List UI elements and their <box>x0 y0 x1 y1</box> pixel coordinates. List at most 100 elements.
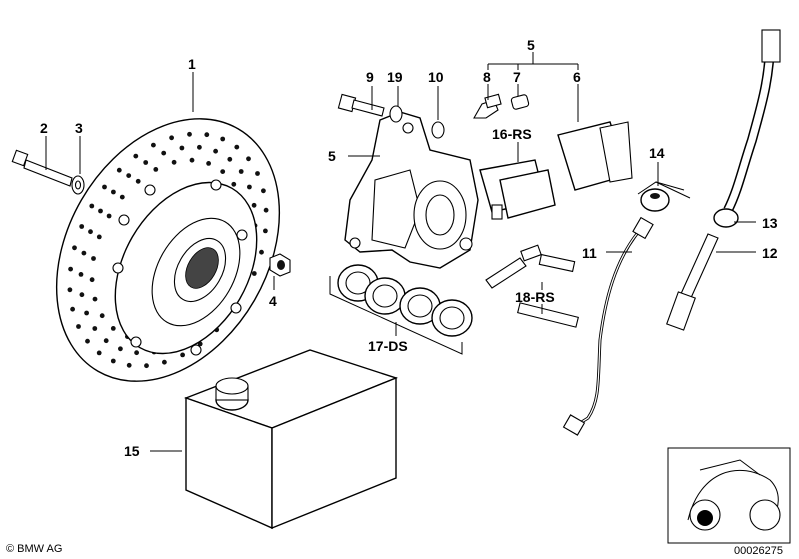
label-13: 13 <box>762 215 778 231</box>
label-1: 1 <box>188 56 196 72</box>
disc-hole <box>153 167 159 172</box>
label-8: 8 <box>483 69 491 85</box>
brake-pad-6 <box>557 121 633 191</box>
label-3: 3 <box>75 120 83 136</box>
disc-hole <box>227 156 233 162</box>
disc-hole <box>96 350 102 356</box>
disc-hole <box>135 178 141 184</box>
pin-kit <box>485 244 579 328</box>
label-10: 10 <box>428 69 444 85</box>
disc-hole <box>171 159 177 165</box>
brake-fluid-can <box>183 349 399 530</box>
disc-hole <box>220 169 226 175</box>
part-number: 00026275 <box>734 545 783 557</box>
label-15: 15 <box>124 443 140 459</box>
disc-hole <box>231 181 237 187</box>
bolt-2 <box>11 149 73 187</box>
motorcycle-thumbnail <box>667 447 791 544</box>
disc-hole <box>169 135 175 141</box>
disc-hole <box>116 167 122 173</box>
brake-caliper <box>344 111 479 269</box>
label-18-rs: 18-RS <box>515 289 555 305</box>
disc-hole <box>206 161 212 166</box>
disc-hole <box>161 150 167 156</box>
label-12: 12 <box>762 245 778 261</box>
brake-pad-set <box>479 159 556 220</box>
disc-hole <box>110 358 116 364</box>
brake-hose <box>713 29 781 228</box>
label-5-side: 5 <box>328 148 336 164</box>
label-14: 14 <box>649 145 665 161</box>
disc-hole <box>84 310 89 316</box>
disc-hole <box>238 169 244 174</box>
disc-hole <box>89 203 95 209</box>
piston-seals <box>337 264 473 337</box>
disc-hole <box>133 153 139 159</box>
disc-hole <box>70 306 75 312</box>
label-11: 11 <box>582 245 597 261</box>
disc-hole <box>106 213 112 219</box>
disc-hole <box>98 208 103 214</box>
disc-hole <box>143 160 149 165</box>
disc-hole <box>103 338 109 344</box>
label-17-ds: 17-DS <box>368 338 408 354</box>
bleeder-valve-8 <box>473 93 502 119</box>
disc-hole <box>189 157 195 163</box>
disc-hole <box>246 156 251 162</box>
bolt-9 <box>337 93 385 117</box>
disc-hole <box>88 229 93 235</box>
disc-hole <box>79 292 85 298</box>
disc-hole <box>78 272 84 277</box>
copyright-text: © BMW AG <box>6 543 62 555</box>
label-2: 2 <box>40 120 48 136</box>
plug-10 <box>431 121 445 139</box>
disc-hole <box>162 359 167 365</box>
disc-hole <box>261 188 266 194</box>
disc-hole <box>118 346 123 352</box>
disc-hole <box>179 145 185 151</box>
disc-bolts <box>112 179 248 356</box>
disc-hole <box>234 144 240 150</box>
grommet-14 <box>640 188 670 212</box>
disc-hole <box>99 313 105 319</box>
disc-hole <box>68 266 73 272</box>
disc-hole <box>259 249 264 255</box>
disc-hole <box>180 352 186 358</box>
label-6: 6 <box>573 69 581 85</box>
dust-cap-7 <box>510 94 530 110</box>
disc-hole <box>263 228 268 234</box>
disc-hole <box>255 171 260 176</box>
disc-hole <box>92 326 98 331</box>
disc-hole <box>85 338 90 344</box>
label-19: 19 <box>387 69 403 85</box>
disc-hole <box>187 131 192 137</box>
disc-hole <box>263 207 269 213</box>
disc-hole <box>251 271 257 276</box>
disc-hole <box>76 324 81 329</box>
disc-hole <box>110 326 116 331</box>
disc-hole <box>213 148 219 154</box>
label-4: 4 <box>269 293 277 309</box>
nut-4 <box>269 253 291 277</box>
brake-line <box>562 216 654 436</box>
hose-fitting <box>666 233 719 331</box>
label-7: 7 <box>513 69 521 85</box>
disc-hole <box>96 234 102 240</box>
disc-hole <box>251 202 257 208</box>
disc-hole <box>81 250 87 256</box>
disc-hole <box>89 277 95 283</box>
label-9: 9 <box>366 69 374 85</box>
disc-hole <box>79 224 85 229</box>
washer-19 <box>389 105 403 123</box>
label-5-top: 5 <box>527 37 535 53</box>
disc-hole <box>247 184 252 190</box>
disc-hole <box>67 287 73 293</box>
leader-lines <box>45 52 756 452</box>
disc-hole <box>92 296 98 302</box>
brake-disc <box>55 118 281 382</box>
disc-hole <box>126 173 132 179</box>
disc-hole <box>197 144 202 150</box>
disc-hole <box>102 184 107 190</box>
disc-hole <box>126 362 132 368</box>
